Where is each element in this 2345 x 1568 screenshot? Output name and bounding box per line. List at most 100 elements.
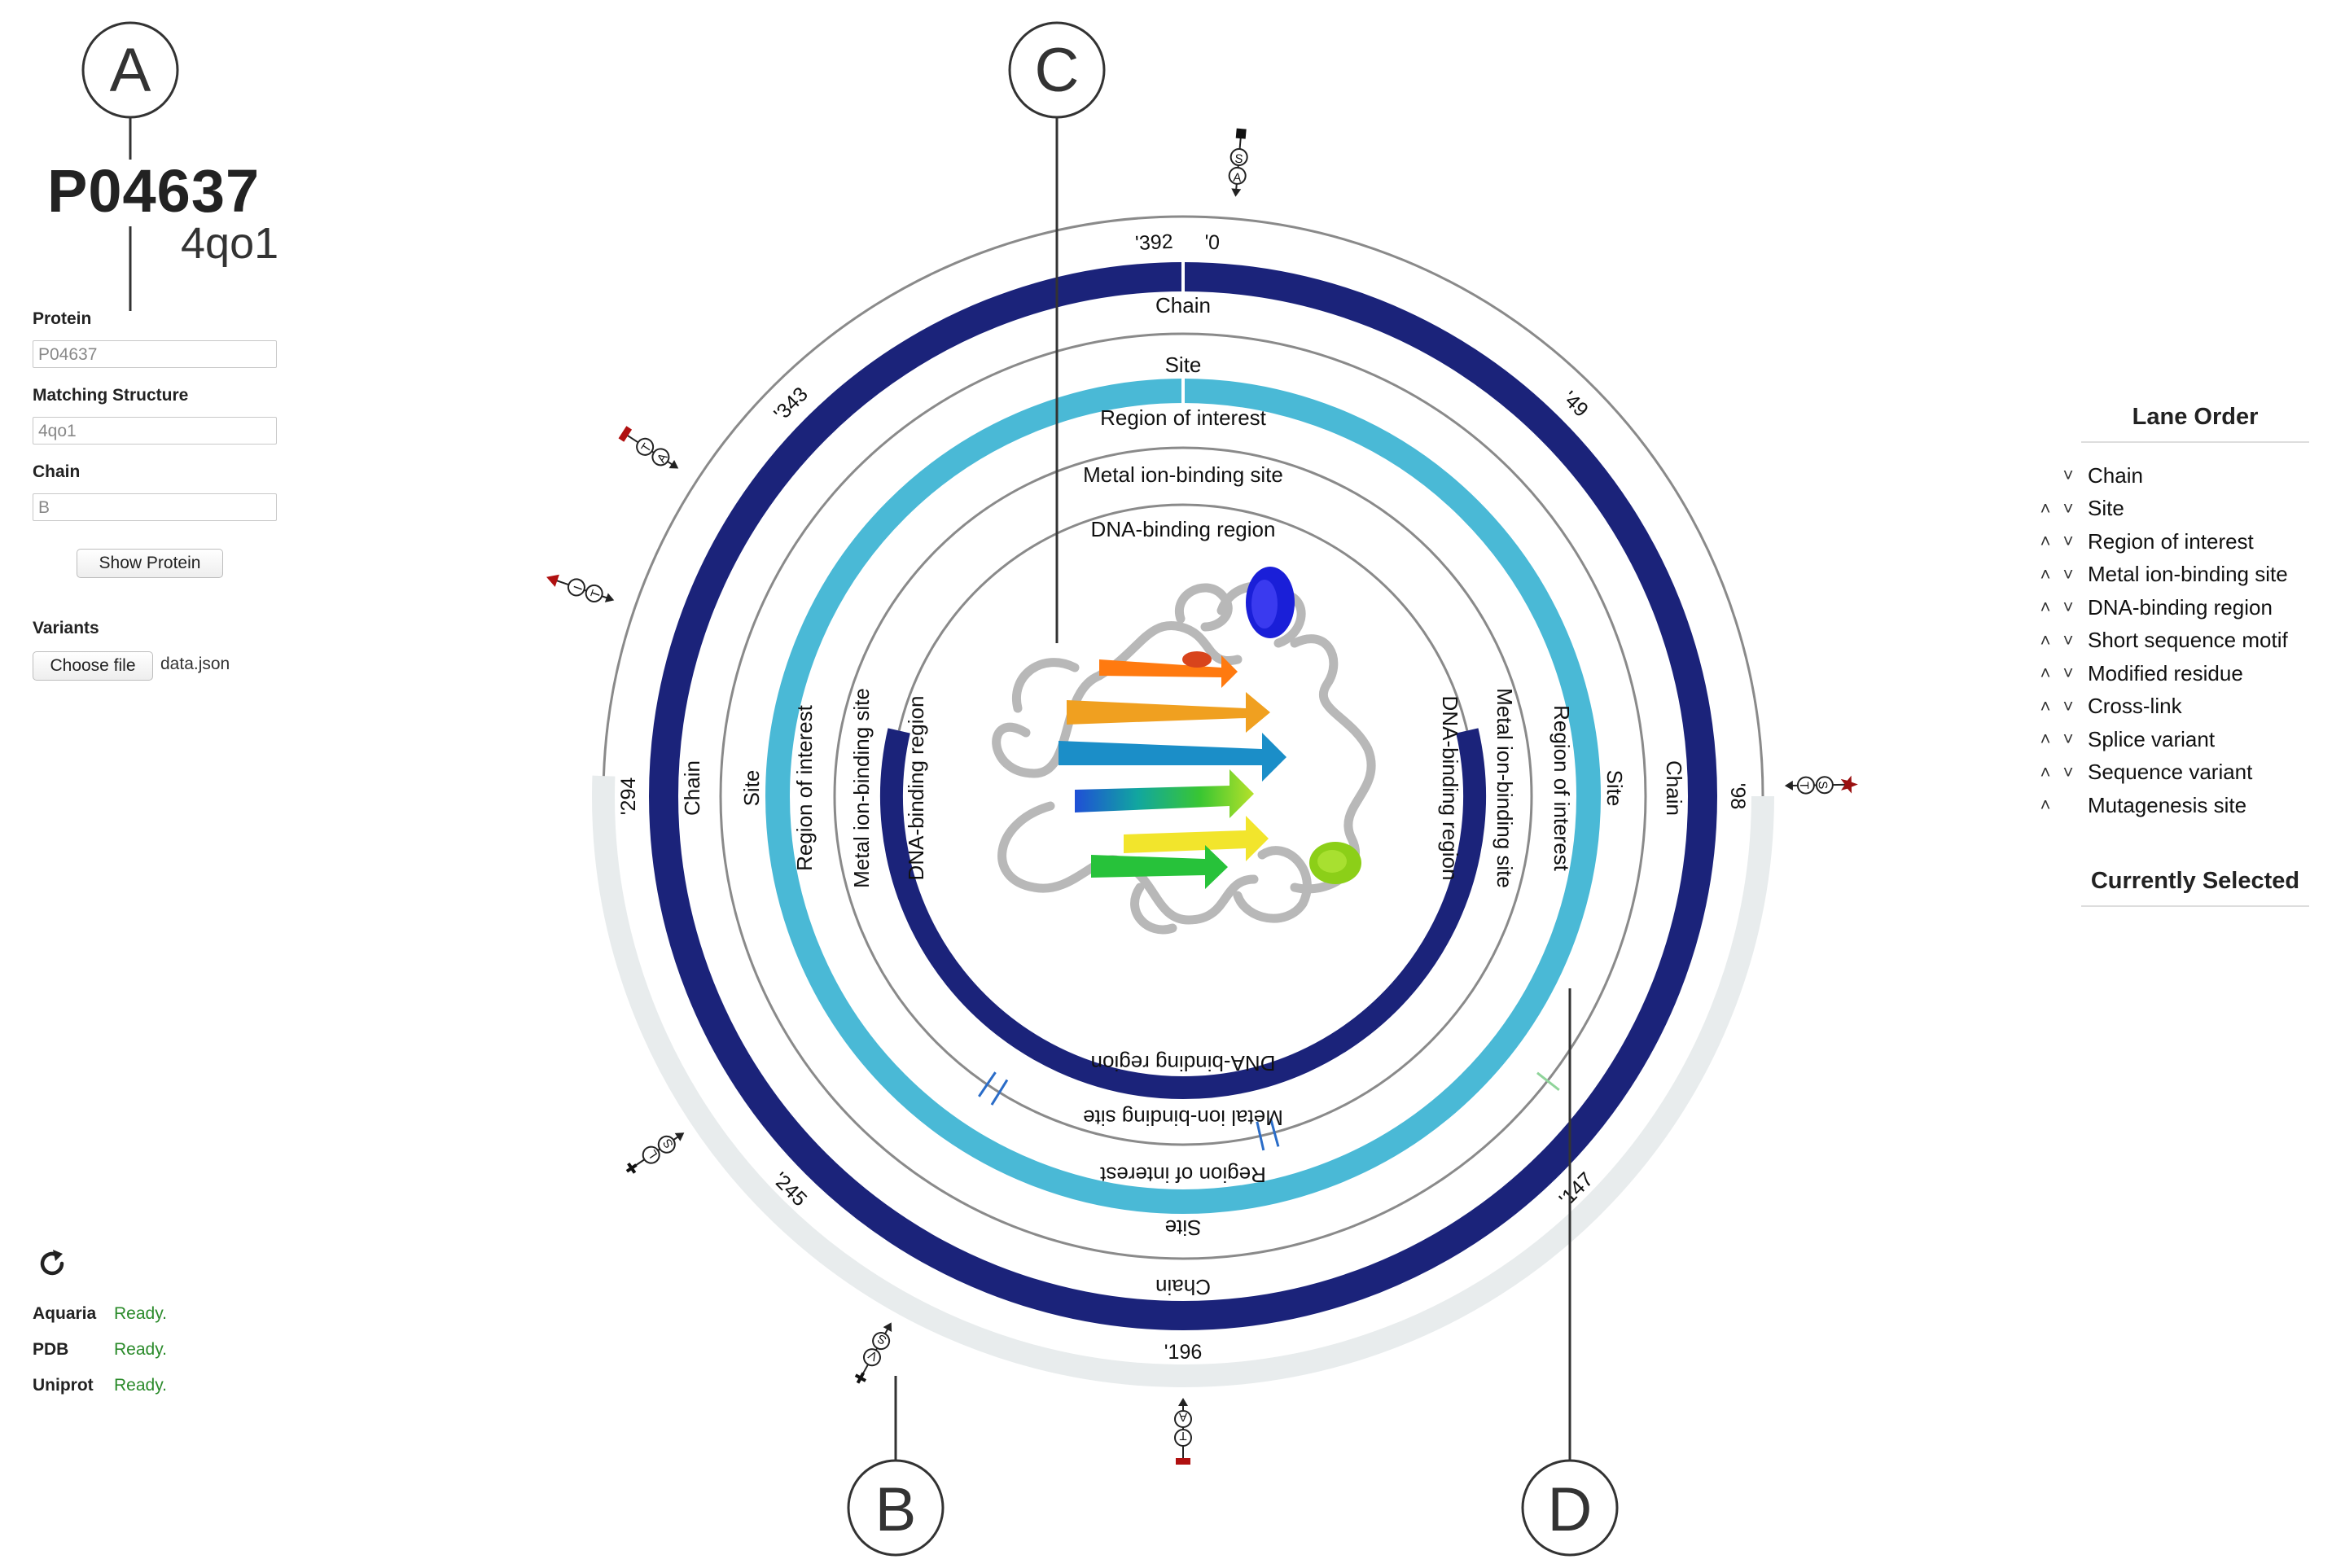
dna-binding-ring	[897, 503, 1469, 731]
move-up-icon[interactable]: ˄	[2040, 795, 2051, 816]
variant-arrow-icon	[1231, 188, 1242, 197]
choose-file-button[interactable]: Choose file	[33, 651, 153, 681]
variant-from-circle	[585, 584, 603, 602]
show-protein-button[interactable]: Show Protein	[77, 549, 223, 578]
lane-order-item: ˄ Mutagenesis site	[2034, 789, 2327, 822]
move-up-icon[interactable]: ˄	[2040, 761, 2051, 782]
lane-label-top: Region of interest	[1100, 405, 1267, 430]
lane-label-top: Chain	[1155, 293, 1211, 318]
lane-label-left: Region of interest	[792, 704, 817, 871]
move-down-icon[interactable]: ˅	[2062, 563, 2074, 585]
metal-ion-ring	[833, 446, 1533, 1146]
move-down-icon[interactable]: ˅	[2062, 761, 2074, 782]
lane-order-label: Splice variant	[2088, 726, 2216, 751]
site-ring	[719, 332, 1647, 1260]
move-down-icon[interactable]: ˅	[2062, 695, 2074, 716]
lane-label-bottom: Region of interest	[1099, 1163, 1266, 1187]
move-up-icon[interactable]: ˄	[2040, 563, 2051, 585]
lane-rings	[592, 215, 1774, 1387]
lane-label-left: Chain	[680, 760, 704, 816]
marker-bar-icon	[1176, 1458, 1190, 1465]
variant-glyph[interactable]: AS	[1227, 128, 1249, 197]
lane-label-right: Region of interest	[1549, 705, 1574, 872]
marker-star-icon	[1840, 775, 1858, 794]
outer-ring	[602, 215, 1764, 797]
protein-input[interactable]: P04637	[33, 340, 277, 368]
tick-label: '294	[617, 777, 640, 816]
variant-glyph[interactable]: SL	[622, 1126, 689, 1178]
lane-order-label: Short sequence motif	[2088, 628, 2288, 653]
lane-order-label: Mutagenesis site	[2088, 792, 2247, 817]
svg-text:C: C	[1035, 36, 1080, 105]
metal-site-marker[interactable]	[1256, 1121, 1265, 1151]
marker-plus-icon	[625, 1162, 638, 1174]
svg-text:A: A	[110, 36, 151, 105]
move-down-icon[interactable]: ˅	[2062, 729, 2074, 750]
lane-label-right: Metal ion-binding site	[1492, 688, 1517, 888]
variant-glyph[interactable]: AT	[618, 425, 683, 475]
tick-label: '196	[1164, 1341, 1202, 1364]
move-up-icon[interactable]: ˄	[2040, 531, 2051, 552]
site-marker[interactable]	[1536, 1071, 1560, 1091]
variant-glyph[interactable]: TI	[544, 569, 617, 608]
variant-from-circle	[1174, 1410, 1192, 1428]
move-down-icon[interactable]: ˅	[2062, 597, 2074, 618]
lane-label-top: Metal ion-binding site	[1083, 462, 1283, 487]
move-down-icon[interactable]: ˅	[2062, 663, 2074, 684]
move-down-icon[interactable]: ˅	[2062, 497, 2074, 519]
move-up-icon[interactable]: ˄	[2040, 663, 2051, 684]
metal-site-marker[interactable]	[990, 1079, 1009, 1106]
lane-order-item: ˄˅Metal ion-binding site	[2034, 558, 2327, 592]
selected-file-name: data.json	[160, 655, 230, 673]
move-up-icon[interactable]: ˄	[2040, 497, 2051, 519]
callout-c: C	[1008, 21, 1106, 643]
variant-from: T	[1797, 782, 1811, 789]
chain-input[interactable]: B	[33, 493, 277, 521]
metal-site-marker[interactable]	[1269, 1118, 1280, 1147]
lane-order-label: Site	[2088, 496, 2124, 521]
lane-order-divider	[2081, 441, 2309, 443]
lane-order-label: DNA-binding region	[2088, 594, 2273, 620]
variant-to: S	[1234, 152, 1243, 167]
lane-order-label: Chain	[2088, 462, 2143, 488]
svg-text:D: D	[1548, 1475, 1593, 1544]
lane-label-top: DNA-binding region	[1091, 517, 1276, 541]
variant-glyph[interactable]: SV	[851, 1318, 899, 1386]
move-up-icon[interactable]: ˄	[2040, 695, 2051, 716]
move-up-icon[interactable]: ˄	[2040, 597, 2051, 618]
lane-label-bottom: Metal ion-binding site	[1083, 1106, 1283, 1130]
variant-to-circle	[862, 1348, 881, 1367]
move-up-icon[interactable]: ˄	[2040, 729, 2051, 750]
structure-input[interactable]: 4qo1	[33, 417, 277, 445]
refresh-icon[interactable]	[36, 1247, 68, 1280]
move-down-icon[interactable]: ˅	[2062, 629, 2074, 650]
variant-from-circle	[1228, 166, 1247, 185]
lane-label-right: Chain	[1662, 760, 1686, 816]
move-up-icon[interactable]: ˄	[2040, 629, 2051, 650]
lane-label-left: DNA-binding region	[904, 696, 928, 881]
structure-label: Matching Structure	[33, 386, 189, 405]
callout-a: A	[81, 21, 179, 311]
dna-binding-band[interactable]	[880, 728, 1486, 1100]
lane-label-top: Site	[1165, 353, 1202, 377]
move-down-icon[interactable]: ˅	[2062, 465, 2074, 486]
lane-order-list: ˅Chain˄˅Site˄˅Region of interest˄˅Metal …	[2034, 459, 2327, 822]
variant-to-circle	[636, 437, 655, 456]
move-down-icon[interactable]: ˅	[2062, 531, 2074, 552]
callout-b: B	[847, 1376, 945, 1557]
variant-to: I	[572, 585, 585, 592]
protein-structure-3d[interactable]	[992, 567, 1376, 935]
lane-order-label: Sequence variant	[2088, 760, 2253, 785]
variant-arrow-icon	[668, 460, 679, 469]
stop-marker-icon	[1235, 128, 1247, 139]
variant-arrow-icon	[674, 1132, 685, 1141]
lane-order-item: ˄ ˅ Sequence variant	[2034, 756, 2327, 790]
currently-selected-title: Currently Selected	[2090, 868, 2300, 894]
metal-site-marker[interactable]	[978, 1071, 997, 1097]
lane-order-item: ˄ ˅ DNA-binding region	[2034, 591, 2327, 624]
variant-glyph[interactable]: AT	[1174, 1398, 1192, 1465]
